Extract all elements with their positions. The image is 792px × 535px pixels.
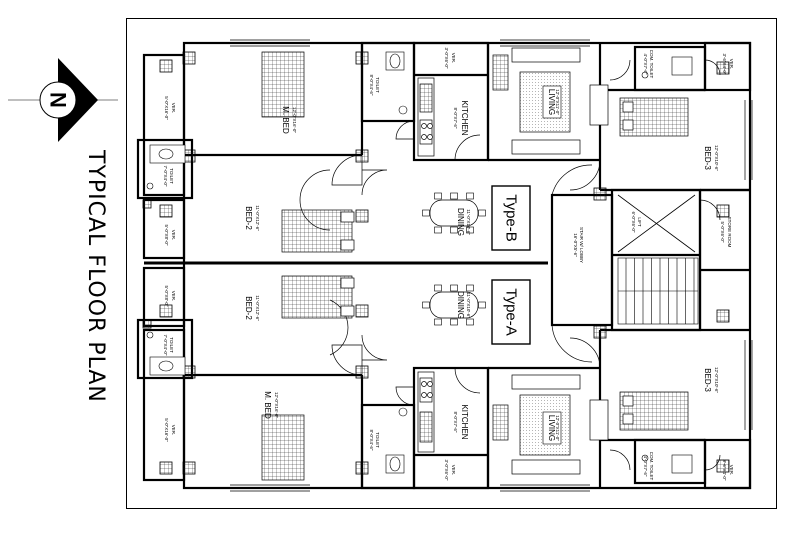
toilet-left-bottom-dim: 7'-0"X4'-0": [163, 335, 168, 356]
stair-lobby-label: STAIR W/ LOBBY: [579, 227, 584, 263]
bed3-top-dim: 12'-0"X10'-6": [714, 145, 719, 171]
ver-right-bottom-dim: 3'-6"X4'-0": [722, 460, 727, 481]
living-top-dim: 12'-0"X11'-0": [555, 89, 560, 115]
plan-title: TYPICAL FLOOR PLAN: [83, 150, 108, 403]
toilet-mb-top-dim: 8'-0"X4'-6": [369, 75, 374, 96]
kitchen-top-dim: 8'-0"X7'-6": [453, 108, 458, 129]
bed2-top-dim: 11'-0"X12'-6": [255, 205, 260, 231]
ver-mb-top-label: VER.: [171, 103, 176, 114]
store-room-label: STORE ROOM: [727, 217, 732, 248]
dining-top-dim: 11'-0"X10'-6": [466, 209, 471, 235]
ver-right-top-dim: 3'-6"X4'-0": [722, 54, 727, 75]
ver-bed2-bottom-dim: 5'-0"X8'-0": [164, 286, 169, 307]
windows: [230, 39, 753, 492]
stair-treads: [617, 257, 699, 325]
ver-kitchen-top-dim: 3'-0"X6'-0": [444, 48, 449, 69]
store-room-dim: 5'-0"X6'-0": [720, 222, 725, 243]
com-toilet-bottom-label: COM. TOILET: [649, 452, 654, 481]
type-a-box: Type-A: [491, 279, 531, 345]
sheet-border: [126, 18, 777, 509]
toilet-left-top-dim: 7'-0"X4'-0": [163, 166, 168, 187]
beds: [261, 51, 689, 481]
ver-mb-bottom-dim: 5'-0"X16'-0": [164, 418, 169, 442]
bed2-bottom-label: BED-2: [244, 296, 253, 320]
ver-right-bottom-label: VER.: [729, 465, 734, 476]
m-bed-top-label: M. BED: [281, 106, 290, 134]
bed3-bottom-dim: 12'-0"X10'-6": [714, 367, 719, 393]
lift-shaft: [617, 194, 696, 253]
ver-bed2-top-label: VER.: [171, 230, 176, 241]
m-bed-top-dim: 12'-0"X16'-0": [292, 107, 297, 133]
type-b-box: Type-B: [491, 185, 531, 251]
columns: [142, 51, 730, 475]
type-a-label: Type-A: [503, 288, 520, 336]
living-bottom-dim: 12'-0"X11'-0": [555, 415, 560, 441]
ver-bed2-top-dim: 5'-0"X8'-0": [164, 225, 169, 246]
com-toilet-top-dim: 4'-0"X7'-6": [643, 54, 648, 75]
toilet-mb-bottom-dim: 8'-0"X4'-6": [369, 430, 374, 451]
kitchen-counters: [417, 77, 435, 453]
room-labels: M. BED 12'-0"X16'-0" M. BED 12'-0"X16'-0…: [163, 48, 734, 481]
kitchen-bottom-label: KITCHEN: [460, 404, 469, 439]
ver-bed2-bottom-label: VER.: [171, 291, 176, 302]
dining-bottom-label: DINING: [456, 291, 465, 319]
living-top-label: LIVING: [547, 89, 556, 115]
ver-kitchen-bottom-label: VER.: [451, 465, 456, 476]
ver-mb-bottom-label: VER.: [171, 425, 176, 436]
m-bed-bottom-label: M. BED: [263, 391, 272, 419]
m-bed-bottom-dim: 12'-0"X16'-0": [274, 392, 279, 418]
kitchen-top-label: KITCHEN: [460, 100, 469, 135]
toilet-mb-top-label: TOILET: [375, 77, 380, 93]
bed2-bottom-dim: 11'-0"X12'-6": [255, 295, 260, 321]
north-arrow: N: [8, 58, 118, 142]
ver-kitchen-top-label: VER.: [451, 53, 456, 64]
living-furniture: [492, 47, 609, 475]
kitchen-bottom-dim: 8'-0"X7'-6": [453, 412, 458, 433]
bed3-top-label: BED-3: [703, 146, 712, 170]
stair-lobby-dim: 16'-0"X5'-6": [573, 233, 578, 257]
toilet-left-bottom-label: TOILET: [169, 337, 174, 353]
bed2-top-label: BED-2: [244, 206, 253, 230]
com-toilet-top-label: COM. TOILET: [649, 50, 654, 79]
north-letter: N: [46, 92, 71, 108]
ver-kitchen-bottom-dim: 3'-0"X6'-0": [444, 460, 449, 481]
dining-top-label: DINING: [456, 208, 465, 236]
sanitary-fittings: [146, 51, 693, 474]
lift-label: LIFT: [637, 217, 642, 227]
ver-mb-top-dim: 5'-0"X16'-0": [164, 96, 169, 120]
toilet-left-top-label: TOILET: [169, 168, 174, 184]
dining-bottom-dim: 11'-0"X10'-6": [466, 292, 471, 318]
toilet-mb-bottom-label: TOILET: [375, 432, 380, 448]
dining-tables: [422, 192, 486, 326]
com-toilet-bottom-dim: 4'-0"X7'-6": [643, 456, 648, 477]
lift-dim: 6'-0"X6'-0": [631, 212, 636, 233]
ver-right-top-label: VER.: [729, 59, 734, 70]
bed3-bottom-label: BED-3: [703, 368, 712, 392]
living-bottom-label: LIVING: [547, 415, 556, 441]
type-b-label: Type-B: [503, 194, 520, 242]
